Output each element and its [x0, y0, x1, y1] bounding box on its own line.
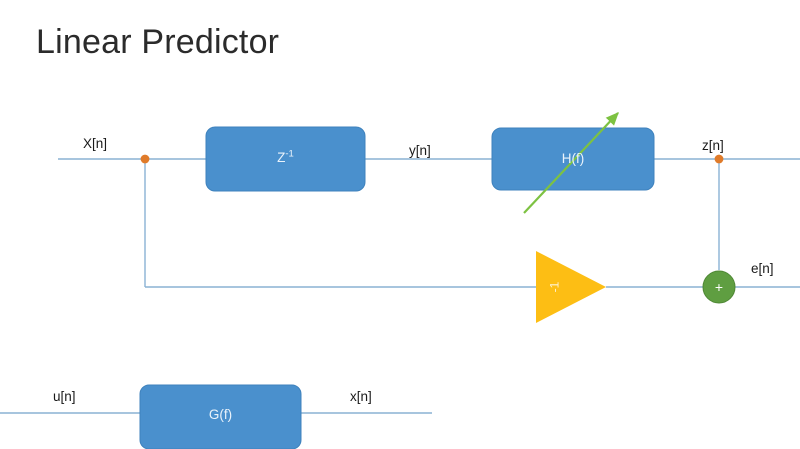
summing-junction-circle[interactable] [702, 270, 736, 304]
block-filter-h[interactable] [491, 127, 655, 191]
block-filter-g[interactable] [139, 384, 302, 449]
junction-dot-z [714, 154, 724, 164]
block-filter-g-label: G(f) [208, 407, 233, 422]
summing-junction-label: + [714, 279, 724, 295]
gain-amplifier-triangle[interactable] [536, 251, 606, 323]
signal-label-x-in: X[n] [83, 136, 108, 151]
block-delay-base: Z [277, 150, 286, 165]
block-delay-label: Z-1 [206, 148, 365, 166]
junction-dot-x [140, 154, 150, 164]
signal-label-x-out: x[n] [350, 389, 372, 404]
green-trend-arrow-icon [523, 112, 619, 214]
signal-label-e: e[n] [751, 261, 774, 276]
block-delay[interactable] [205, 126, 366, 192]
block-delay-exponent: -1 [285, 148, 294, 160]
page-title: Linear Predictor [36, 23, 280, 61]
block-filter-h-label: H(f) [561, 151, 585, 166]
signal-label-u-in: u[n] [53, 389, 76, 404]
signal-label-y: y[n] [409, 143, 431, 158]
signal-label-z: z[n] [702, 138, 724, 153]
gain-amplifier-label: -1 [547, 281, 562, 293]
